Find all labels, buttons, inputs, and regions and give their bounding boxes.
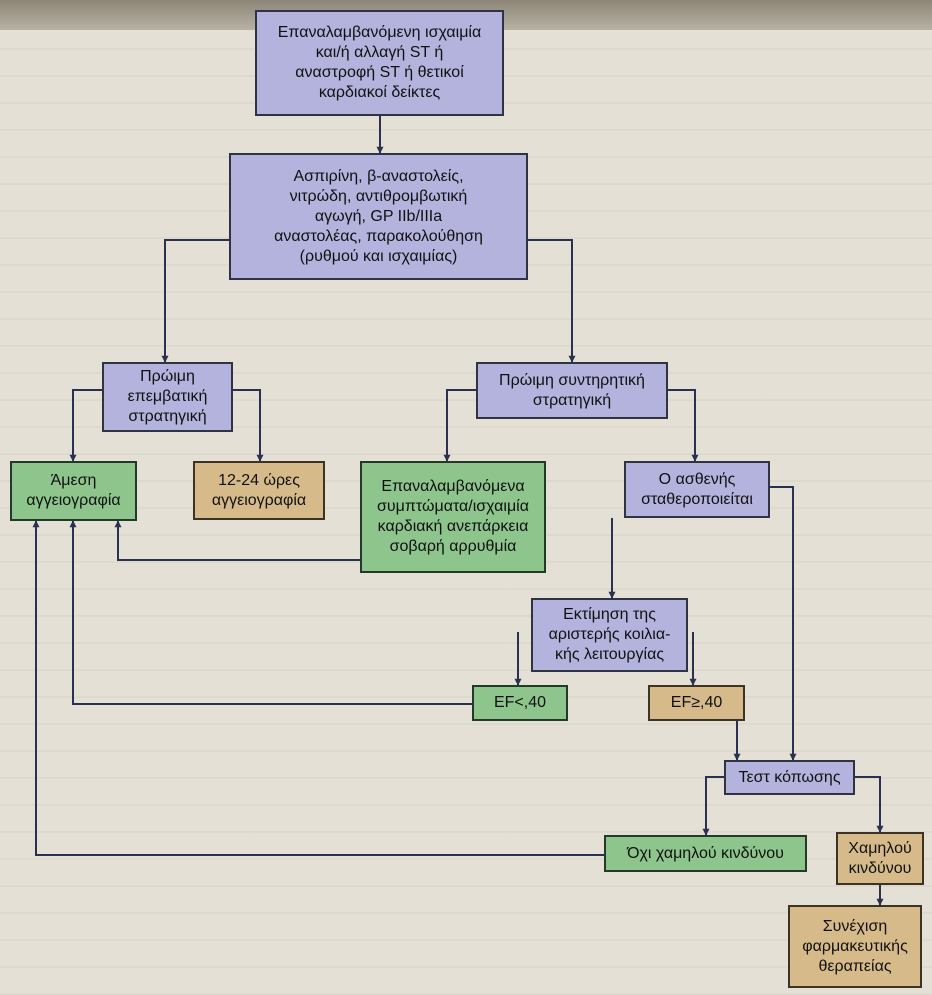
arrow-n3-n6 bbox=[233, 389, 264, 462]
arrow-n12-n14 bbox=[855, 776, 884, 833]
node-continue-medical-therapy: Συνέχιση φαρμακευτικής θεραπείας bbox=[788, 905, 922, 988]
node-stress-test: Τεστ κόπωσης bbox=[724, 760, 855, 795]
node-angiography-12-24h: 12-24 ώρες αγγειογραφία bbox=[193, 461, 325, 520]
node-patient-stabilized: Ο ασθενής σταθεροποιείται bbox=[624, 461, 770, 518]
node-recurrent-symptoms: Επαναλαμβανόμενα συμπτώματα/ισχαιμία καρ… bbox=[360, 461, 546, 573]
node-early-conservative-strategy: Πρώιμη συντηρητική στρατηγική bbox=[476, 362, 668, 419]
arrow-n8-n12 bbox=[770, 486, 797, 761]
node-ef-below-40: EF<,40 bbox=[472, 685, 568, 721]
arrow-n2-n3 bbox=[161, 239, 229, 363]
arrow-n10-n5 bbox=[69, 520, 472, 705]
node-recurrent-ischemia: Επαναλαμβανόμενη ισχαιμία και/ή αλλαγή S… bbox=[255, 10, 504, 116]
arrow-n12-n13 bbox=[702, 776, 724, 836]
arrow-n3-n5 bbox=[69, 389, 102, 462]
node-low-risk: Χαμηλού κινδύνου bbox=[836, 832, 924, 885]
node-immediate-angiography: Άμεση αγγειογραφία bbox=[10, 461, 137, 521]
arrow-n2-n4 bbox=[528, 239, 576, 363]
arrow-n7-n5 bbox=[114, 520, 360, 561]
node-ef-40-or-above: EF≥,40 bbox=[648, 685, 745, 721]
node-early-invasive-strategy: Πρώιμη επεμβατική στρατηγική bbox=[102, 362, 233, 432]
node-lv-function-assessment: Εκτίμηση της αριστερής κοιλια- κής λειτο… bbox=[531, 598, 688, 672]
arrow-n4-n7 bbox=[443, 389, 476, 462]
arrow-n13-n5 bbox=[32, 520, 604, 856]
node-medical-therapy: Ασπιρίνη, β-αναστολείς, νιτρώδη, αντιθρο… bbox=[229, 153, 528, 280]
arrow-n4-n8 bbox=[668, 389, 699, 462]
node-not-low-risk: Όχι χαμηλού κινδύνου bbox=[604, 835, 807, 872]
